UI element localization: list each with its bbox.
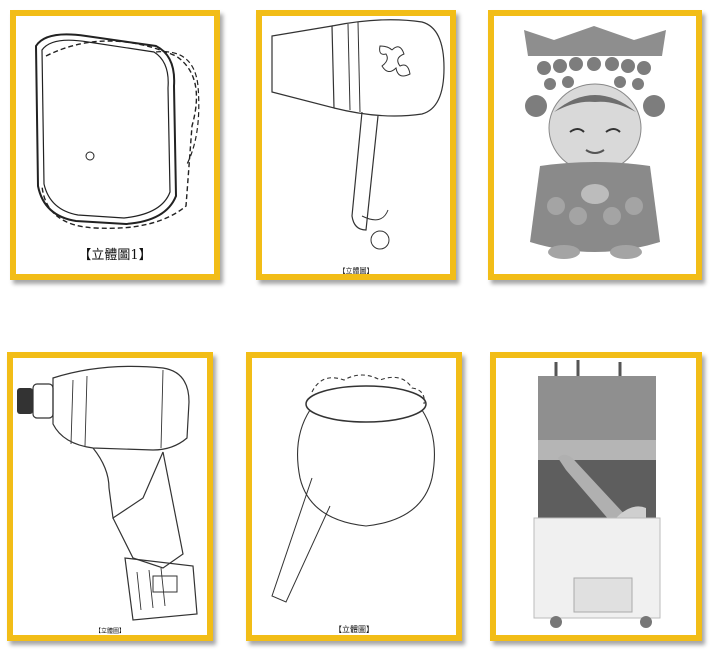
figure-caption: 【立體圖】 xyxy=(94,628,125,635)
figure-caption: 【立體圖1】 xyxy=(78,248,152,263)
figure-caption: 【立體圖】 xyxy=(334,625,374,634)
hair-dryer-drawing xyxy=(271,19,445,250)
figure-card-impact-driver: 【立體圖】 xyxy=(7,352,213,641)
figure-card-robot-cart xyxy=(490,352,702,641)
rinse-pot-drawing xyxy=(271,374,435,603)
impact-driver-drawing xyxy=(17,365,198,621)
figure-card-figurine xyxy=(488,10,702,280)
figure-card-pillow: 【立體圖1】 xyxy=(10,10,220,280)
figurine-photo xyxy=(494,16,696,274)
pillow-drawing xyxy=(34,33,200,230)
figure-card-hair-dryer: 【立體圖】 xyxy=(256,10,456,280)
figure-card-rinse-pot: 【立體圖】 xyxy=(246,352,462,641)
figure-caption: 【立體圖】 xyxy=(338,267,374,275)
robot-cart-photo xyxy=(496,358,696,635)
